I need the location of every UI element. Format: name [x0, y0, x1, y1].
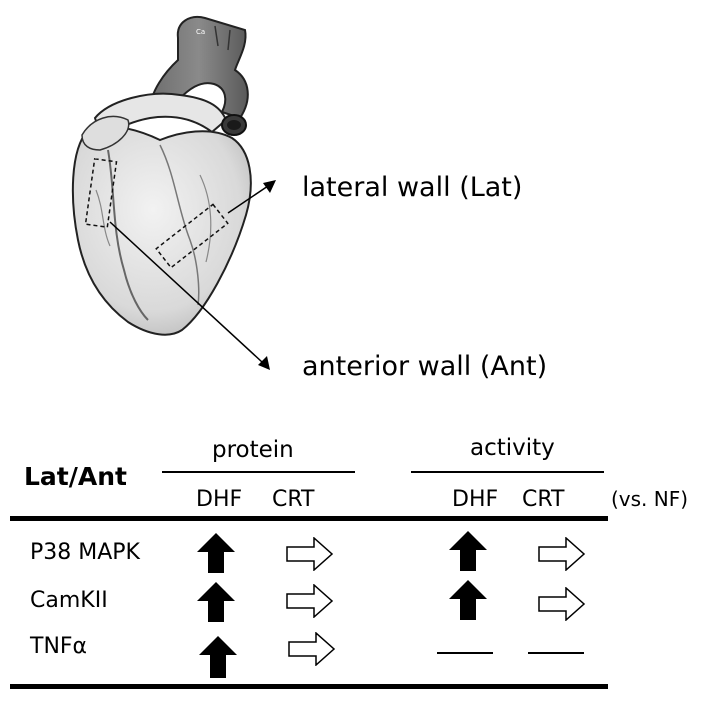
up-arrow-icon	[197, 582, 235, 622]
row-label-camkii: CamKII	[30, 588, 108, 613]
lateral-region-box	[155, 203, 229, 269]
heart-illustration: Ca	[71, 16, 276, 370]
row-label-p38: P38 MAPK	[30, 540, 140, 565]
up-arrow-icon	[199, 636, 237, 678]
svg-text:Ca: Ca	[196, 28, 205, 36]
up-arrow-icon	[449, 580, 487, 620]
not-measured-dash	[528, 652, 584, 654]
activity-dhf-header: DHF	[452, 487, 499, 512]
activity-crt-header: CRT	[522, 487, 565, 512]
heart-body	[71, 125, 252, 336]
up-arrow-icon	[449, 531, 487, 571]
protein-underline	[162, 471, 355, 473]
reference-note: (vs. NF)	[611, 487, 689, 511]
right-arrow-icon	[286, 537, 334, 571]
right-arrow-icon	[288, 632, 336, 666]
row-label-tnfa: TNFα	[30, 634, 88, 659]
table-title: Lat/Ant	[24, 462, 127, 491]
activity-header: activity	[470, 435, 555, 461]
activity-underline	[411, 471, 604, 473]
protein-header: protein	[212, 437, 294, 463]
up-arrow-icon	[197, 533, 235, 573]
protein-dhf-header: DHF	[196, 487, 243, 512]
lateral-wall-label: lateral wall (Lat)	[302, 172, 523, 203]
anterior-wall-label: anterior wall (Ant)	[302, 351, 548, 382]
anterior-region-box	[84, 157, 118, 229]
right-arrow-icon	[538, 587, 586, 621]
protein-crt-header: CRT	[272, 487, 315, 512]
right-arrow-icon	[286, 584, 334, 618]
table-top-rule	[10, 516, 608, 521]
not-measured-dash	[437, 652, 493, 654]
table-bottom-rule	[10, 684, 608, 689]
right-arrow-icon	[538, 537, 586, 571]
